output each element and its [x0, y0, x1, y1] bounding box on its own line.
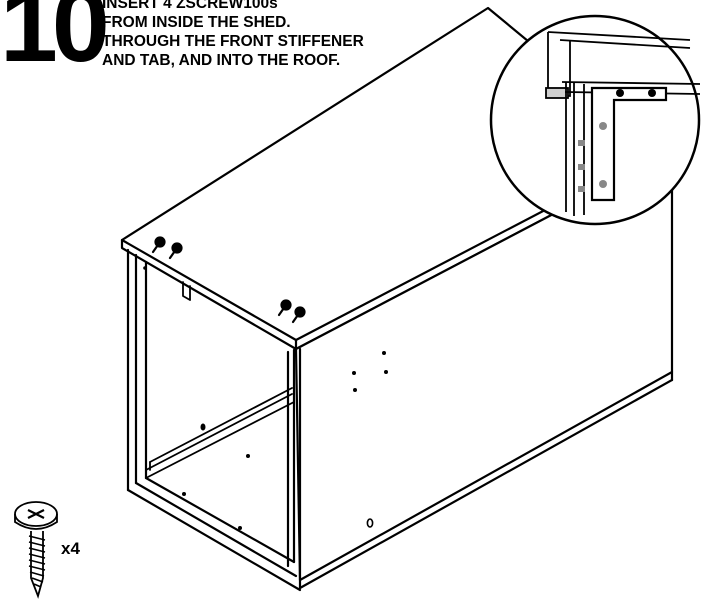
- instruction-line: THROUGH THE FRONT STIFFENER: [102, 33, 364, 50]
- front-stiffener: [182, 281, 191, 301]
- front-frame: [126, 248, 302, 592]
- roof-screws: [151, 236, 306, 324]
- detail-callout: [489, 14, 701, 226]
- instruction-line: INSERT 4 ZSCREW100s: [102, 0, 278, 12]
- instruction-text: INSERT 4 ZSCREW100s FROM INSIDE THE SHED…: [102, 0, 364, 70]
- interior-floor: [145, 387, 295, 479]
- side-hole: [366, 518, 374, 528]
- instruction-line: FROM INSIDE THE SHED.: [102, 14, 291, 31]
- instruction-line: AND TAB, AND INTO THE ROOF.: [102, 52, 341, 69]
- pan-head-screw-icon: [14, 501, 58, 599]
- step-number: 10: [0, 0, 110, 84]
- screw-quantity-label: x4: [61, 539, 80, 558]
- pilot-holes: [143, 266, 388, 530]
